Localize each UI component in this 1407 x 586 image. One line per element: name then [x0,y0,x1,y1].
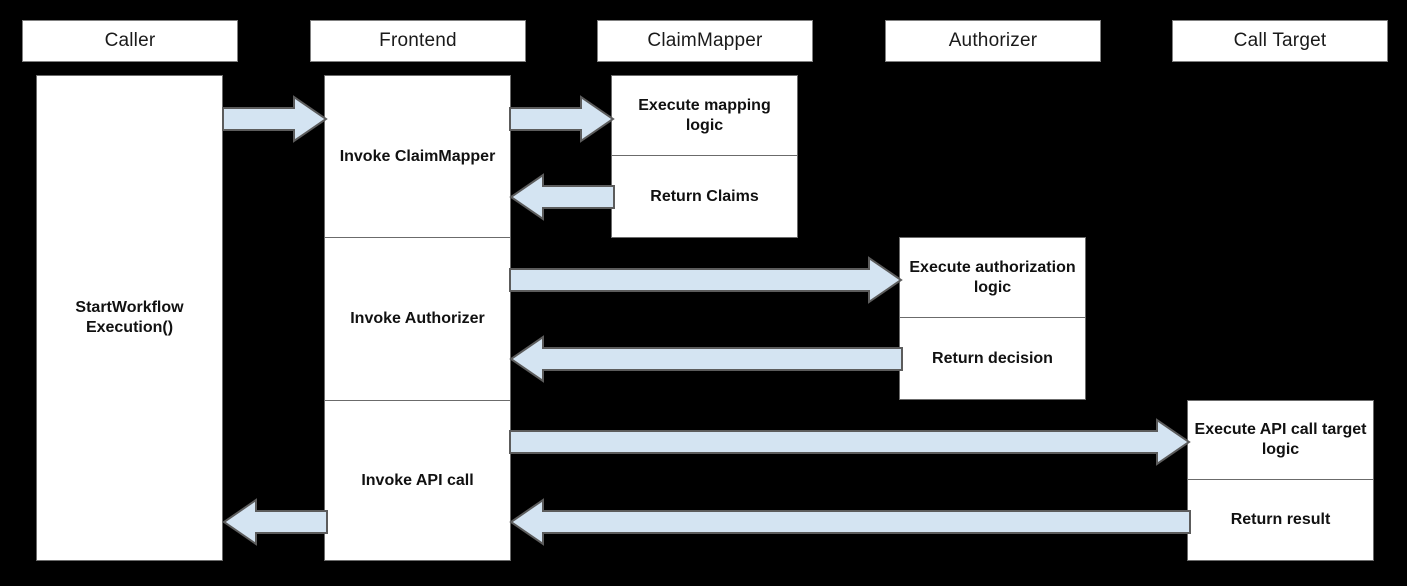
activation-invoke-authorizer[interactable]: Invoke Authorizer [324,238,511,401]
lane-header-claimmapper-label: ClaimMapper [647,30,763,51]
lane-header-authorizer-label: Authorizer [948,30,1038,51]
activation-return-result[interactable]: Return result [1187,480,1374,561]
activation-execute-mapping-logic-label: Execute mapping logic [638,96,771,134]
activation-execute-authorization-logic[interactable]: Execute authorization logic [899,237,1086,318]
activation-execute-api-call-target-logic[interactable]: Execute API call target logic [1187,400,1374,480]
activation-return-decision[interactable]: Return decision [899,318,1086,400]
activation-invoke-api-call-label: Invoke API call [361,471,474,489]
activation-invoke-claimmapper-label: Invoke ClaimMapper [339,147,496,165]
lane-header-frontend-label: Frontend [379,30,457,51]
msg-calltarget-to-frontend-arrow [509,498,1191,546]
activation-invoke-authorizer-label: Invoke Authorizer [350,310,485,327]
msg-caller-to-frontend-arrow [222,95,328,143]
activation-return-result-label: Return result [1230,511,1331,528]
activation-execute-mapping-logic[interactable]: Execute mapping logic [611,75,798,156]
activation-execute-api-call-target-logic-label: Execute API call target logic [1194,421,1367,458]
activation-return-claims-label: Return Claims [650,187,759,205]
activation-invoke-claimmapper[interactable]: Invoke ClaimMapper [324,75,511,238]
lane-header-caller[interactable]: Caller [22,20,238,62]
msg-frontend-to-caller-arrow [222,498,328,546]
msg-frontend-to-claimmapper-arrow [509,95,615,143]
msg-frontend-to-calltarget-arrow [509,418,1191,466]
msg-frontend-to-authorizer-arrow [509,256,903,304]
lane-header-authorizer[interactable]: Authorizer [885,20,1101,62]
activation-start-workflow-label: StartWorkflow Execution() [75,299,184,336]
activation-start-workflow[interactable]: StartWorkflow Execution() [36,75,223,561]
msg-authorizer-to-frontend-arrow [509,335,903,383]
activation-return-claims[interactable]: Return Claims [611,156,798,238]
lane-header-caller-label: Caller [104,30,156,51]
lane-header-claimmapper[interactable]: ClaimMapper [597,20,813,62]
lane-header-calltarget[interactable]: Call Target [1172,20,1388,62]
activation-invoke-api-call[interactable]: Invoke API call [324,401,511,561]
activation-execute-authorization-logic-label: Execute authorization logic [909,258,1076,296]
msg-claimmapper-to-frontend-arrow [509,173,615,221]
lane-header-calltarget-label: Call Target [1233,30,1327,51]
lane-header-frontend[interactable]: Frontend [310,20,526,62]
activation-return-decision-label: Return decision [932,349,1053,367]
